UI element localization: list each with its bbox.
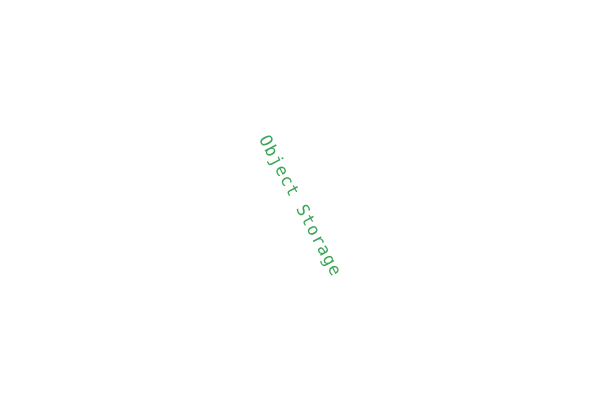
object-storage-label: Object Storage xyxy=(254,131,346,281)
